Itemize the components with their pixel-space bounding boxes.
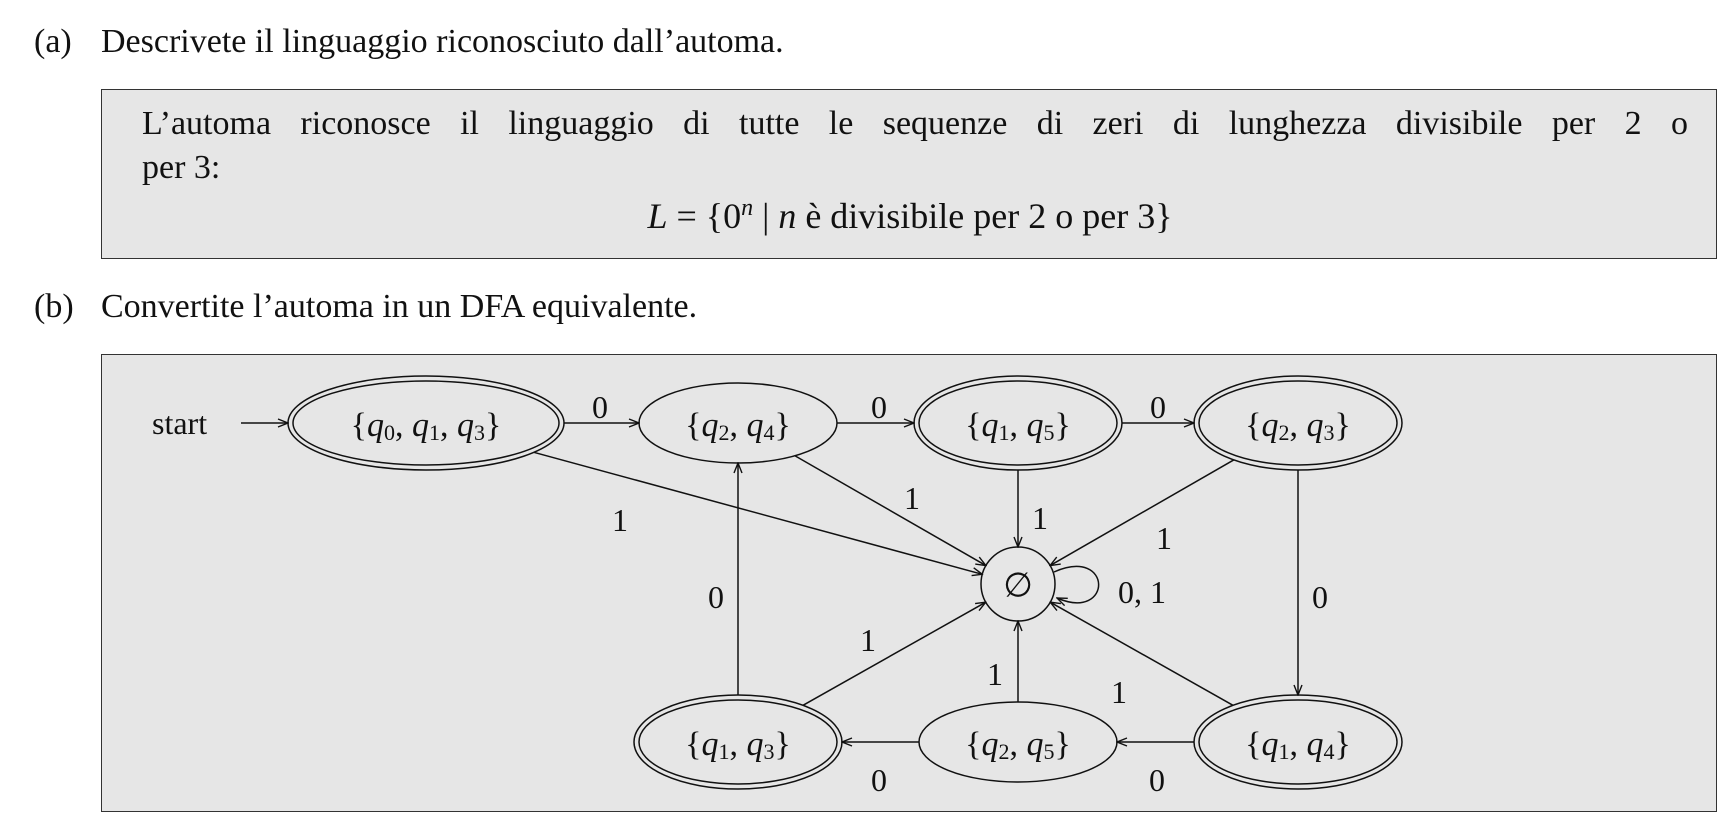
transition-label: 0 xyxy=(1312,579,1328,615)
state-label: {q1, q5} xyxy=(965,407,1071,445)
formula-var: n xyxy=(778,196,797,236)
answer-a-line-2: per 3: xyxy=(142,149,221,186)
transition-s14-empty xyxy=(1050,602,1234,706)
accepting-ring xyxy=(287,375,565,471)
state-label: {q2, q4} xyxy=(685,407,791,445)
question-b-number: (b) xyxy=(34,288,74,325)
transition-s13-empty xyxy=(802,602,986,706)
accepting-ring xyxy=(1193,694,1403,790)
transition-label: 0 xyxy=(1149,762,1165,798)
formula-exponent: n xyxy=(741,195,754,221)
state-label: {q1, q3} xyxy=(685,726,791,764)
state-s013: {q0, q1, q3} xyxy=(287,375,565,471)
answer-box-b: {q0, q1, q3} {q2, q4} {q1, q5} {q2, q3} ∅ {q1… xyxy=(101,354,1717,812)
formula-bar: | xyxy=(753,196,779,236)
state-s13: {q1, q3} xyxy=(633,694,843,790)
accepting-ring xyxy=(913,375,1123,471)
state-empty: ∅ xyxy=(980,546,1056,622)
question-a-text: Descrivete il linguaggio riconosciuto da… xyxy=(101,23,784,60)
state-label: {q2, q3} xyxy=(1245,407,1351,445)
transition-label: 0 xyxy=(708,579,724,615)
transition-s013-empty xyxy=(533,451,982,574)
state-s15: {q1, q5} xyxy=(913,375,1123,471)
transition-label: 0 xyxy=(871,389,887,425)
transition-s24-empty xyxy=(794,455,986,566)
formula-rest: è divisibile per 2 o per 3} xyxy=(796,196,1173,236)
state-label: ∅ xyxy=(1003,568,1033,605)
formula-lhs: L xyxy=(647,196,668,236)
question-a-number: (a) xyxy=(34,23,72,60)
answer-a-line-1: L’automa riconosce il linguaggio di tutt… xyxy=(142,105,1688,142)
transition-label: 0 xyxy=(592,389,608,425)
state-label: {q1, q4} xyxy=(1245,726,1351,764)
transition-label: 0 xyxy=(871,762,887,798)
transition-label: 1 xyxy=(1156,520,1172,556)
state-s14: {q1, q4} xyxy=(1193,694,1403,790)
language-formula: L = {0n | n è divisibile per 2 o per 3} xyxy=(102,196,1718,234)
transition-label: 1 xyxy=(904,480,920,516)
transition-s23-empty xyxy=(1050,459,1235,566)
state-s25: {q2, q5} xyxy=(918,701,1118,783)
transition-label: 0, 1 xyxy=(1118,574,1166,610)
dfa-diagram: {q0, q1, q3} {q2, q4} {q1, q5} {q2, q3} ∅ {q1… xyxy=(152,375,1403,798)
transition-label: 1 xyxy=(1111,674,1127,710)
start-label: start xyxy=(152,405,207,441)
transition-label: 0 xyxy=(1150,389,1166,425)
state-s24: {q2, q4} xyxy=(638,382,838,464)
question-b-text: Convertite l’automa in un DFA equivalent… xyxy=(101,288,698,325)
accepting-ring xyxy=(1193,375,1403,471)
state-label: {q2, q5} xyxy=(965,726,1071,764)
state-s23: {q2, q3} xyxy=(1193,375,1403,471)
answer-box-a: L’automa riconosce il linguaggio di tutt… xyxy=(101,89,1717,259)
transition-label: 1 xyxy=(1032,500,1048,536)
state-label: {q0, q1, q3} xyxy=(351,407,502,445)
transition-label: 1 xyxy=(987,656,1003,692)
transition-label: 1 xyxy=(860,622,876,658)
transition-self-loop xyxy=(1053,565,1100,603)
formula-eq: = {0 xyxy=(667,196,742,236)
accepting-ring xyxy=(633,694,843,790)
transition-label: 1 xyxy=(612,502,628,538)
